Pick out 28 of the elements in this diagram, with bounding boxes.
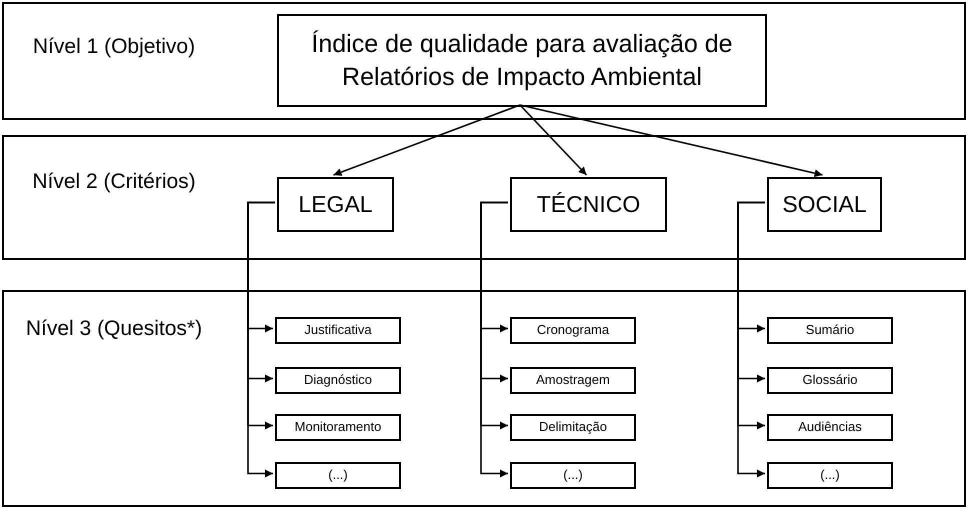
item-box: (...) <box>275 462 401 489</box>
objective-box: Índice de qualidade para avaliação de Relatórios de Impacto Ambiental <box>277 14 767 107</box>
item-box: Amostragem <box>510 367 636 394</box>
arrow <box>519 104 588 176</box>
item-box: Diagnóstico <box>275 367 401 394</box>
item-box: Justificativa <box>275 317 401 344</box>
item-box: Sumário <box>767 317 893 344</box>
level-band <box>2 135 966 260</box>
criterion-box: TÉCNICO <box>510 177 667 232</box>
level-label: Nível 1 (Objetivo) <box>32 34 196 60</box>
level-label: Nível 2 (Critérios) <box>31 169 197 195</box>
item-box: (...) <box>767 462 893 489</box>
item-box: Delimitação <box>510 414 636 441</box>
item-box: Monitoramento <box>275 414 401 441</box>
level-band <box>2 2 966 120</box>
arrow <box>520 104 823 178</box>
item-box: Audiências <box>767 414 893 441</box>
level-label: Nível 3 (Quesitos*) <box>24 316 204 342</box>
item-box: Glossário <box>767 367 893 394</box>
level-band <box>2 290 966 507</box>
arrow <box>480 202 508 478</box>
item-box: Cronograma <box>510 317 636 344</box>
criterion-box: LEGAL <box>277 177 394 232</box>
item-box: (...) <box>510 462 636 489</box>
arrow <box>333 104 520 176</box>
criterion-box: SOCIAL <box>767 177 882 232</box>
arrow <box>737 202 765 478</box>
arrow <box>247 202 275 478</box>
